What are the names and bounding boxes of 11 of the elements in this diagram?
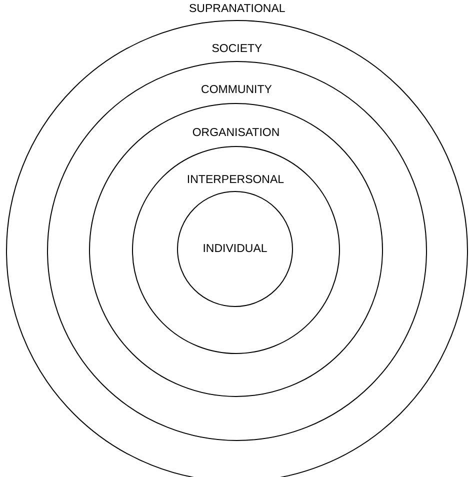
ring-label: SOCIETY <box>212 43 262 55</box>
outer-label: SUPRANATIONAL <box>189 3 286 15</box>
circle <box>132 146 340 354</box>
ring-label: INTERPERSONAL <box>186 174 284 186</box>
circle <box>89 103 383 397</box>
ring-label: INDIVIDUAL <box>202 243 268 255</box>
circle <box>6 20 468 477</box>
circle <box>177 191 293 307</box>
ring-label: ORGANISATION <box>192 127 280 139</box>
circle <box>46 60 426 440</box>
ring-label: COMMUNITY <box>201 84 272 96</box>
